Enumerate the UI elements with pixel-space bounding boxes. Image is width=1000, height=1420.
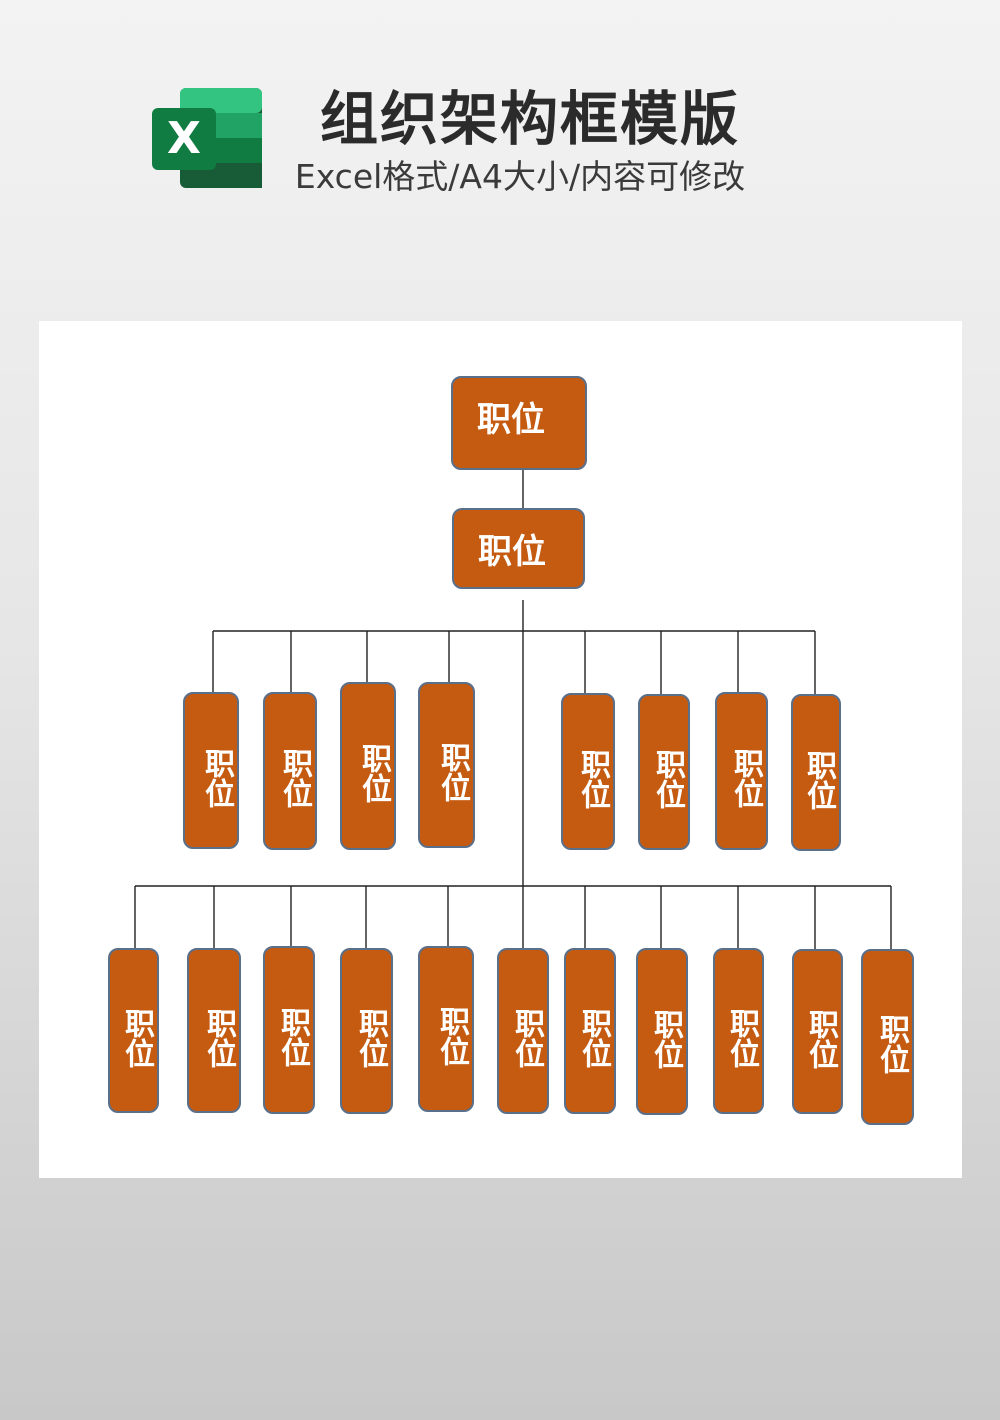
org-box-level4[interactable]: 职位 xyxy=(713,948,764,1114)
org-box-level3[interactable]: 职位 xyxy=(638,694,690,850)
org-box-level4[interactable]: 职位 xyxy=(187,948,241,1113)
header: X 组织架构框模版 Excel格式/A4大小/内容可修改 xyxy=(0,0,1000,240)
org-box-level3[interactable]: 职位 xyxy=(791,694,841,851)
org-box-level4[interactable]: 职位 xyxy=(792,949,843,1114)
excel-logo-letter: X xyxy=(167,113,201,164)
excel-logo-icon: X xyxy=(152,88,262,188)
org-box-level4[interactable]: 职位 xyxy=(108,948,159,1113)
org-box-level3[interactable]: 职位 xyxy=(340,682,396,850)
org-box-level4[interactable]: 职位 xyxy=(497,948,549,1114)
org-box-level3[interactable]: 职位 xyxy=(263,692,317,850)
org-box-level4[interactable]: 职位 xyxy=(861,949,914,1125)
org-box-level3[interactable]: 职位 xyxy=(418,682,475,848)
org-box-level4[interactable]: 职位 xyxy=(636,948,688,1115)
org-box-level3[interactable]: 职位 xyxy=(715,692,768,850)
org-box-level2[interactable]: 职位 xyxy=(452,508,585,589)
org-box-level3[interactable]: 职位 xyxy=(183,692,239,849)
org-box-level4[interactable]: 职位 xyxy=(263,946,315,1114)
org-box-level4[interactable]: 职位 xyxy=(418,946,474,1112)
org-box-level1[interactable]: 职位 xyxy=(451,376,587,470)
page-subtitle: Excel格式/A4大小/内容可修改 xyxy=(294,157,746,196)
page-title: 组织架构框模版 xyxy=(319,85,740,153)
org-box-level4[interactable]: 职位 xyxy=(564,948,616,1114)
org-box-level4[interactable]: 职位 xyxy=(340,948,393,1114)
org-box-level3[interactable]: 职位 xyxy=(561,693,615,850)
